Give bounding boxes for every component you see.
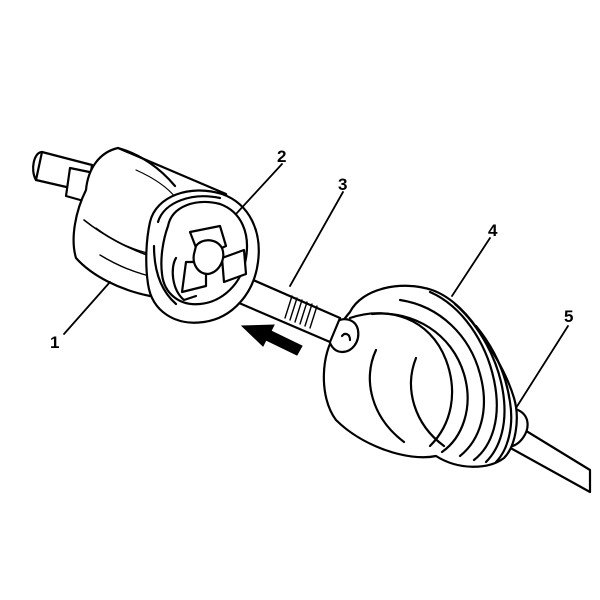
leader-lines	[63, 163, 569, 409]
leader-line-1	[63, 281, 111, 335]
leader-line-4	[451, 237, 491, 297]
cv-boot	[322, 284, 518, 468]
callout-1: 1	[50, 333, 59, 352]
leader-line-5	[515, 325, 569, 409]
callout-3: 3	[338, 175, 347, 194]
leader-line-3	[289, 191, 344, 287]
callout-5: 5	[564, 307, 573, 326]
callout-4: 4	[488, 221, 498, 240]
tripod-spider	[171, 224, 248, 302]
installation-arrow	[240, 324, 303, 356]
callout-2: 2	[277, 147, 286, 166]
leader-line-2	[235, 163, 283, 215]
